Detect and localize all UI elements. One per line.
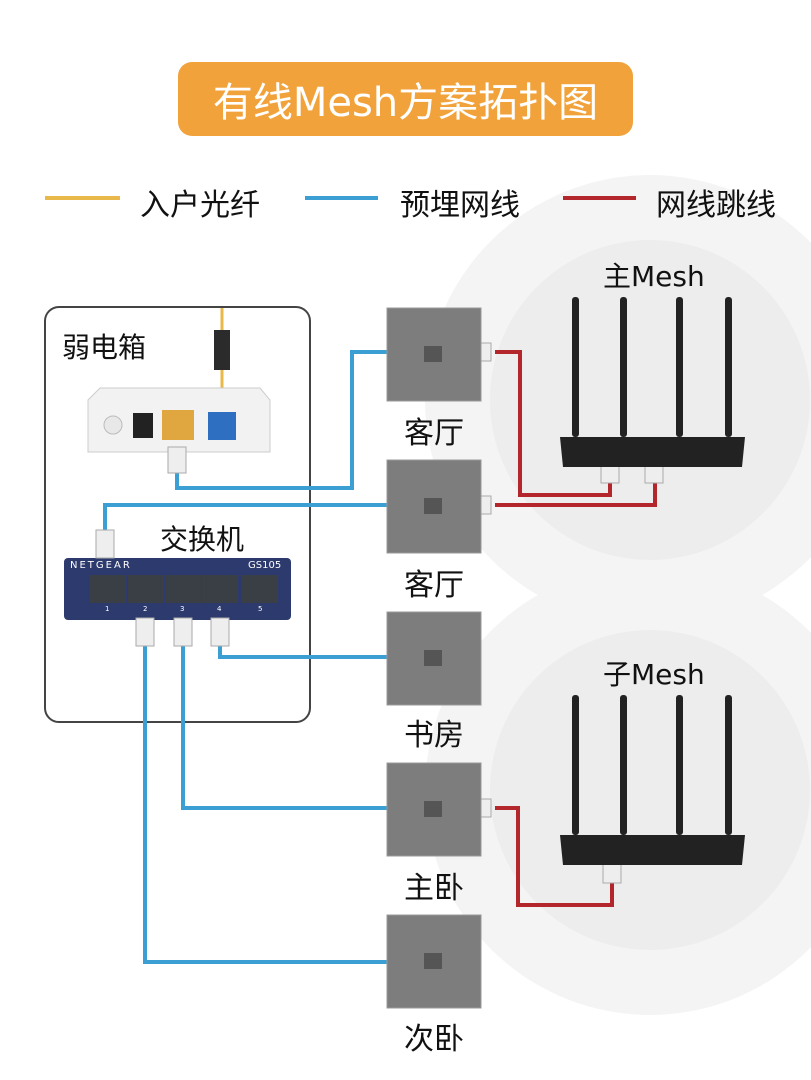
fiber-connector-icon [214, 330, 230, 370]
sub-router-icon [560, 695, 745, 865]
line-switch-livingroom2 [103, 503, 387, 530]
line-switch-study [218, 645, 387, 659]
room-label: 书房 [404, 718, 464, 753]
room-label: 主卧 [404, 871, 464, 906]
room-label: 客厅 [404, 568, 464, 603]
port-number: 5 [258, 605, 263, 613]
line-switch-second [143, 645, 387, 964]
switch-model: GS105 [248, 560, 282, 571]
cabinet-box [44, 306, 311, 723]
page-title: 有线Mesh方案拓扑图 [178, 62, 633, 136]
ethernet-lines [103, 350, 387, 964]
patch-lines [495, 350, 657, 907]
legend-fiber-label: 入户光纤 [140, 188, 260, 223]
switch-label: 交换机 [160, 523, 245, 556]
room-label: 客厅 [404, 416, 464, 451]
legend-patch-label: 网线跳线 [656, 188, 776, 223]
line-modem-livingroom1 [175, 350, 387, 490]
sub-mesh-label: 子Mesh [603, 658, 705, 691]
port-number: 3 [180, 605, 185, 613]
cabinet-label: 弱电箱 [62, 331, 147, 364]
main-router-icon [560, 297, 745, 467]
main-mesh-label: 主Mesh [603, 260, 705, 293]
port-number: 1 [105, 605, 110, 613]
port-number: 2 [143, 605, 148, 613]
line-switch-master [181, 645, 387, 810]
room-label: 次卧 [404, 1022, 464, 1057]
legend-ethernet-label: 预埋网线 [400, 188, 520, 223]
wall-panels [386, 307, 482, 1009]
optical-modem-icon [87, 387, 271, 453]
port-number: 4 [217, 605, 222, 613]
switch-icon [64, 558, 291, 620]
switch-brand: NETGEAR [70, 560, 132, 571]
